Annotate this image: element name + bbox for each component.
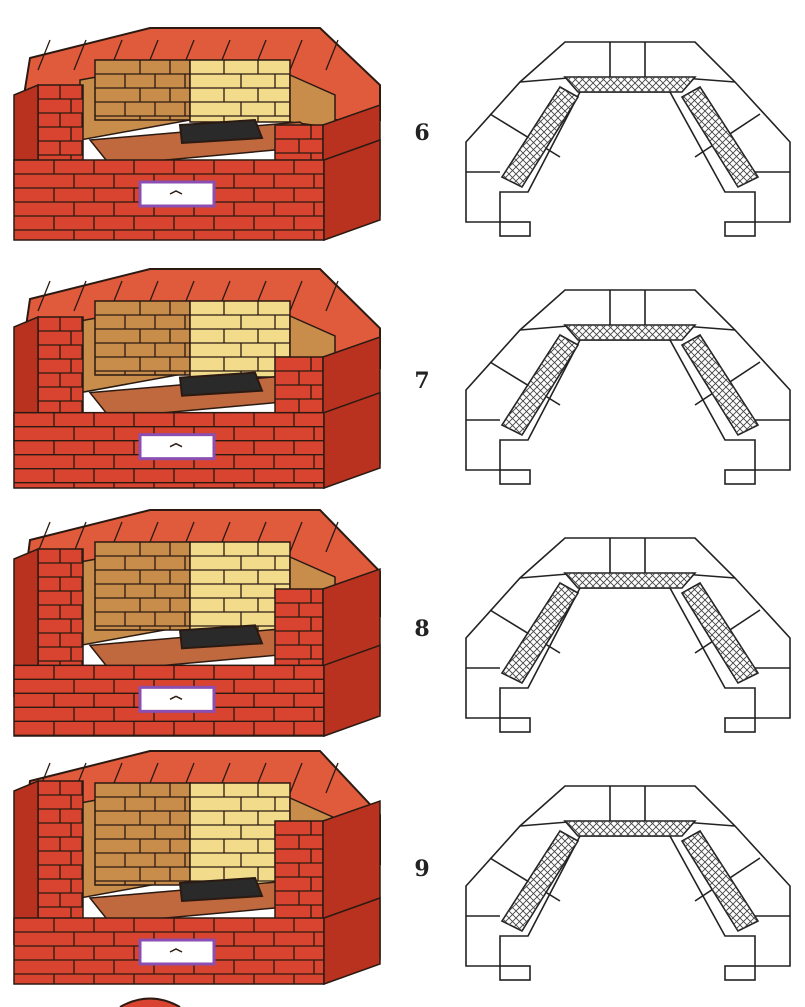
layer-9-plan bbox=[465, 785, 791, 981]
layer-number: 8 bbox=[414, 616, 430, 642]
brick-layer-8-illustration bbox=[13, 509, 381, 738]
layer-6-plan bbox=[465, 41, 791, 237]
grate-icon bbox=[178, 118, 264, 145]
stove-brick-body bbox=[13, 268, 381, 490]
layer-row: 8 bbox=[0, 496, 805, 744]
partial-next-layer-illustration bbox=[119, 997, 181, 1007]
layer-plan-drawing bbox=[465, 41, 791, 237]
layer-row: 7 bbox=[0, 248, 805, 496]
door-handle-icon bbox=[169, 695, 183, 701]
layer-plan-drawing bbox=[465, 537, 791, 733]
ash-door bbox=[138, 180, 216, 208]
brick-layer-7-illustration bbox=[13, 268, 381, 490]
layer-7-plan bbox=[465, 289, 791, 485]
grate-icon bbox=[178, 624, 264, 650]
ash-door bbox=[138, 685, 216, 713]
door-handle-icon bbox=[169, 442, 183, 448]
stove-brick-body bbox=[13, 509, 381, 738]
ash-door bbox=[138, 433, 216, 461]
layer-row: 6 bbox=[0, 0, 805, 248]
door-handle-icon bbox=[169, 948, 183, 953]
stove-brick-body bbox=[13, 750, 381, 986]
layer-plan-drawing bbox=[465, 289, 791, 485]
ash-door bbox=[138, 938, 216, 966]
layer-number: 9 bbox=[414, 856, 430, 882]
layer-number: 7 bbox=[414, 368, 430, 394]
brick-layer-6-illustration bbox=[13, 27, 381, 242]
grate-icon bbox=[178, 371, 264, 397]
grate-icon bbox=[178, 876, 264, 903]
layer-plan-drawing bbox=[465, 785, 791, 981]
brick-layer-9-illustration bbox=[13, 750, 381, 986]
layer-number: 6 bbox=[414, 120, 430, 146]
layer-row: 9 bbox=[0, 744, 805, 992]
layer-8-plan bbox=[465, 537, 791, 733]
door-handle-icon bbox=[169, 190, 183, 195]
stove-brick-body bbox=[13, 27, 381, 242]
